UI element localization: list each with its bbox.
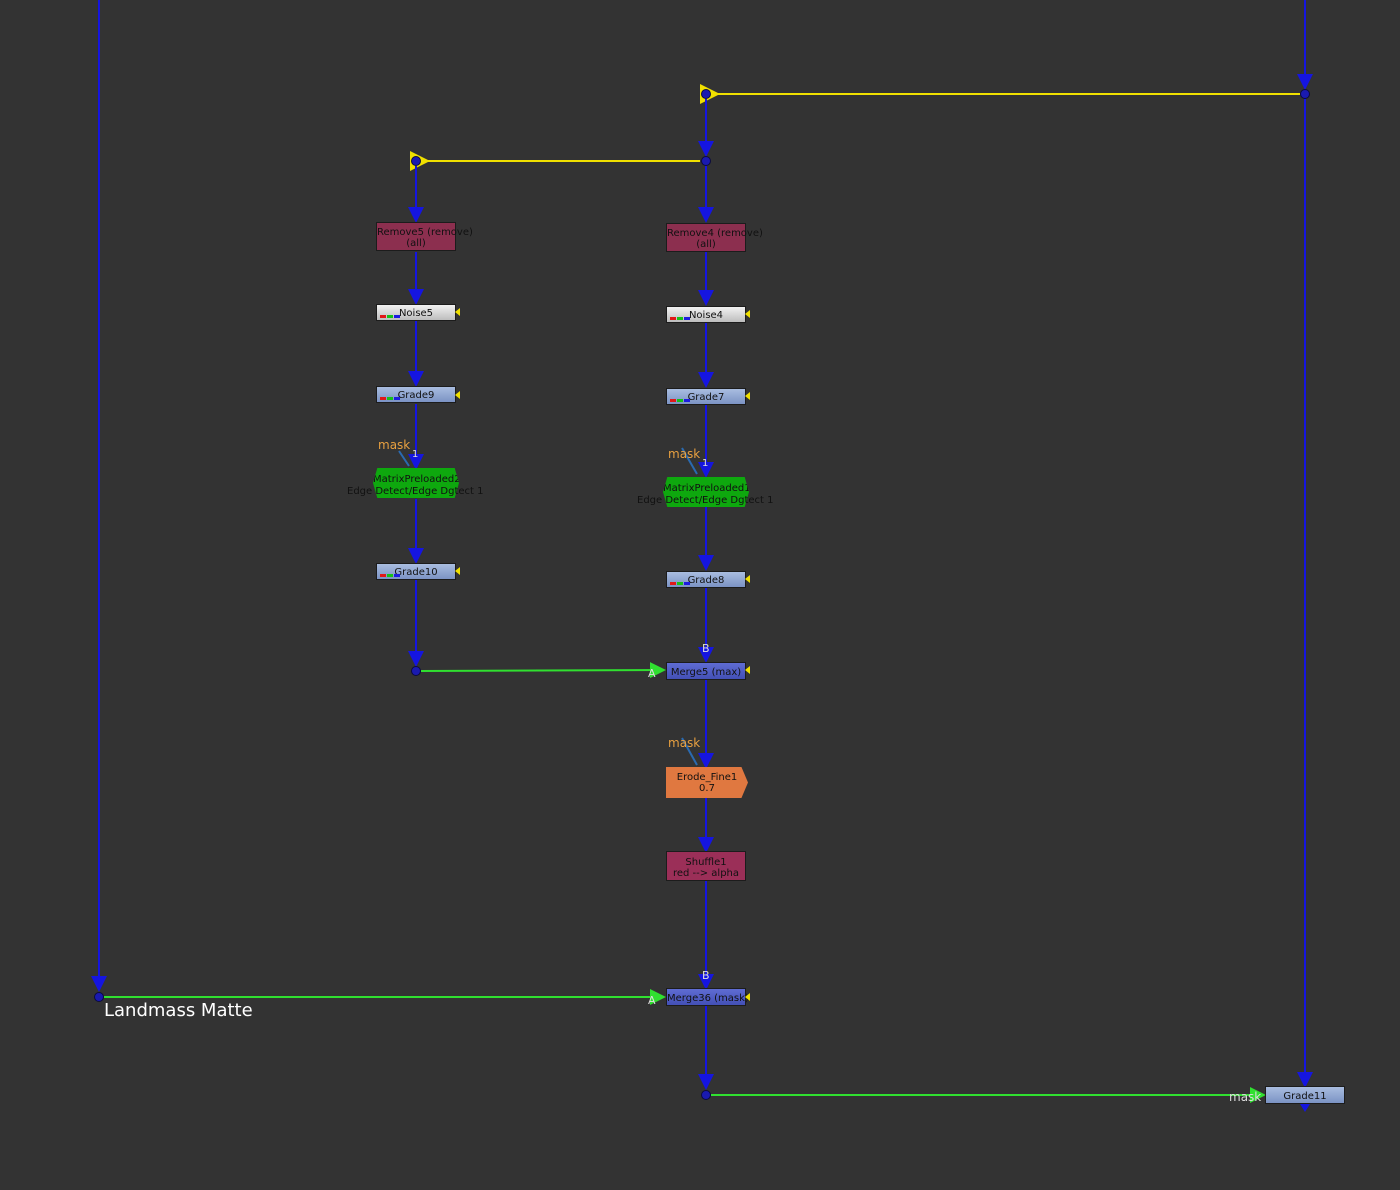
channel-red-indicator [670, 317, 676, 320]
merge5-mask-handle[interactable] [745, 666, 750, 674]
merge5-input-b-label: B [702, 642, 710, 655]
dot-top-mid[interactable] [701, 89, 711, 99]
erode-mask-label: mask [668, 736, 701, 750]
node-matrixpreloaded2-sub: Edge Detect/Edge Dgtect 1 [347, 486, 484, 497]
channel-blue-indicator [684, 582, 690, 585]
channel-blue-indicator [394, 397, 400, 400]
node-matrixpreloaded1-title: MatrixPreloaded1 [663, 483, 751, 494]
channel-green-indicator [677, 582, 683, 585]
matrix2-mask-label: mask [378, 438, 411, 452]
channel-green-indicator [387, 315, 393, 318]
grade7-mask-handle[interactable] [745, 392, 750, 400]
channel-red-indicator [380, 397, 386, 400]
node-shuffle1-sub: red --> alpha [672, 868, 740, 879]
node-matrixpreloaded2-title: MatrixPreloaded2 [373, 474, 461, 485]
channel-green-indicator [677, 317, 683, 320]
dot-left-top[interactable] [411, 156, 421, 166]
channel-red-indicator [670, 399, 676, 402]
channel-green-indicator [387, 397, 393, 400]
node-erode-fine1[interactable]: Erode_Fine1 0.7 [666, 767, 748, 798]
channel-green-indicator [677, 399, 683, 402]
merge36-input-a-label: A [648, 994, 656, 1007]
channel-green-indicator [387, 574, 393, 577]
channel-red-indicator [380, 574, 386, 577]
node-grade9-title: Grade9 [397, 390, 435, 401]
node-shuffle1-title: Shuffle1 [685, 857, 727, 868]
grade10-mask-handle[interactable] [455, 567, 460, 575]
matrix1-mask-label: mask [668, 447, 701, 461]
noise4-mask-handle[interactable] [745, 310, 750, 318]
channel-red-indicator [670, 582, 676, 585]
node-grade7[interactable]: Grade7 [666, 388, 746, 405]
node-noise4[interactable]: Noise4 [666, 306, 746, 323]
mask-stub-matrix1[interactable] [681, 447, 698, 475]
node-shuffle1[interactable]: Shuffle1 red --> alpha [666, 851, 746, 881]
node-erode-fine1-title: Erode_Fine1 [676, 772, 738, 783]
node-erode-fine1-value: 0.7 [699, 783, 715, 794]
grade8-mask-handle[interactable] [745, 575, 750, 583]
node-remove5-title: Remove5 (remove) [377, 227, 473, 238]
channel-red-indicator [380, 315, 386, 318]
channel-blue-indicator [684, 399, 690, 402]
node-noise5-title: Noise5 [398, 308, 434, 319]
matrix1-input-1-label: 1 [702, 458, 709, 469]
pipe-green-merge5-a[interactable] [420, 662, 666, 679]
dot-left-bottom[interactable] [411, 666, 421, 676]
node-merge5-title: Merge5 (max) [670, 667, 742, 678]
merge36-input-b-label: B [702, 969, 710, 982]
dot-mid[interactable] [701, 156, 711, 166]
node-noise5[interactable]: Noise5 [376, 304, 456, 321]
node-grade9[interactable]: Grade9 [376, 386, 456, 403]
node-merge36-title: Merge36 (mask) [667, 993, 749, 1004]
node-matrixpreloaded1[interactable]: MatrixPreloaded1 [663, 477, 749, 507]
channel-blue-indicator [684, 317, 690, 320]
grade11-mask-label: mask [1229, 1090, 1262, 1104]
channel-blue-indicator [394, 574, 400, 577]
merge5-input-a-label: A [648, 667, 656, 680]
merge36-mask-handle[interactable] [745, 993, 750, 1001]
node-grade10[interactable]: Grade10 [376, 563, 456, 580]
dot-landmass[interactable] [94, 992, 104, 1002]
node-grade8[interactable]: Grade8 [666, 571, 746, 588]
node-grade11-title: Grade11 [1283, 1091, 1327, 1102]
node-remove5[interactable]: Remove5 (remove) (all) [376, 222, 473, 251]
node-matrixpreloaded2[interactable]: MatrixPreloaded2 [373, 468, 459, 498]
backdrop-label: Landmass Matte [104, 1000, 253, 1021]
node-remove4[interactable]: Remove4 (remove) (all) [666, 223, 763, 252]
node-merge5[interactable]: Merge5 (max) [666, 662, 746, 680]
node-matrixpreloaded1-sub: Edge Detect/Edge Dgtect 1 [637, 495, 774, 506]
grade11-output-arrow[interactable] [1300, 1104, 1310, 1112]
grade9-mask-handle[interactable] [455, 391, 460, 399]
node-grade7-title: Grade7 [687, 392, 725, 403]
mask-stub-matrix2[interactable] [398, 450, 410, 467]
noise5-mask-handle[interactable] [455, 308, 460, 316]
matrix2-input-1-label: 1 [412, 449, 419, 460]
dot-top-right[interactable] [1300, 89, 1310, 99]
node-merge36[interactable]: Merge36 (mask) [666, 988, 749, 1006]
node-remove4-title: Remove4 (remove) [667, 228, 763, 239]
mask-stub-erode[interactable] [681, 737, 698, 766]
node-remove5-sub: (all) [406, 238, 426, 249]
node-grade10-title: Grade10 [394, 567, 438, 578]
node-grade8-title: Grade8 [687, 575, 725, 586]
node-grade11[interactable]: Grade11 [1265, 1086, 1345, 1104]
dot-bottom[interactable] [701, 1090, 711, 1100]
channel-blue-indicator [394, 315, 400, 318]
node-noise4-title: Noise4 [688, 310, 724, 321]
node-remove4-sub: (all) [696, 239, 716, 250]
